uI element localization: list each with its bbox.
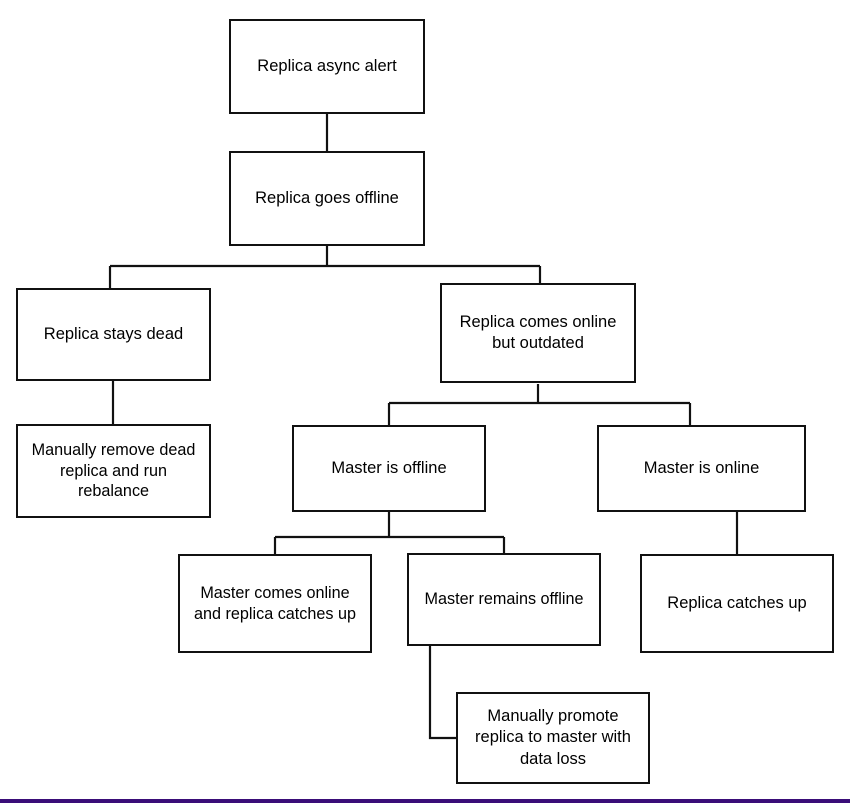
node-replica-stays-dead[interactable]: Replica stays dead xyxy=(16,288,211,381)
node-master-comes-online-and-replica-catches-up[interactable]: Master comes online and replica catches … xyxy=(178,554,372,653)
node-replica-comes-online-but-outdated[interactable]: Replica comes online but outdated xyxy=(440,283,636,383)
node-replica-goes-offline[interactable]: Replica goes offline xyxy=(229,151,425,246)
node-manually-remove-dead-replica[interactable]: Manually remove dead replica and run reb… xyxy=(16,424,211,518)
node-master-is-offline[interactable]: Master is offline xyxy=(292,425,486,512)
bottom-accent-bar xyxy=(0,799,850,803)
edge-remainsoffline-to-promote xyxy=(428,646,456,740)
node-master-is-online[interactable]: Master is online xyxy=(597,425,806,512)
node-replica-catches-up[interactable]: Replica catches up xyxy=(640,554,834,653)
node-replica-async-alert[interactable]: Replica async alert xyxy=(229,19,425,114)
node-master-remains-offline[interactable]: Master remains offline xyxy=(407,553,601,646)
node-manually-promote-replica[interactable]: Manually promote replica to master with … xyxy=(456,692,650,784)
